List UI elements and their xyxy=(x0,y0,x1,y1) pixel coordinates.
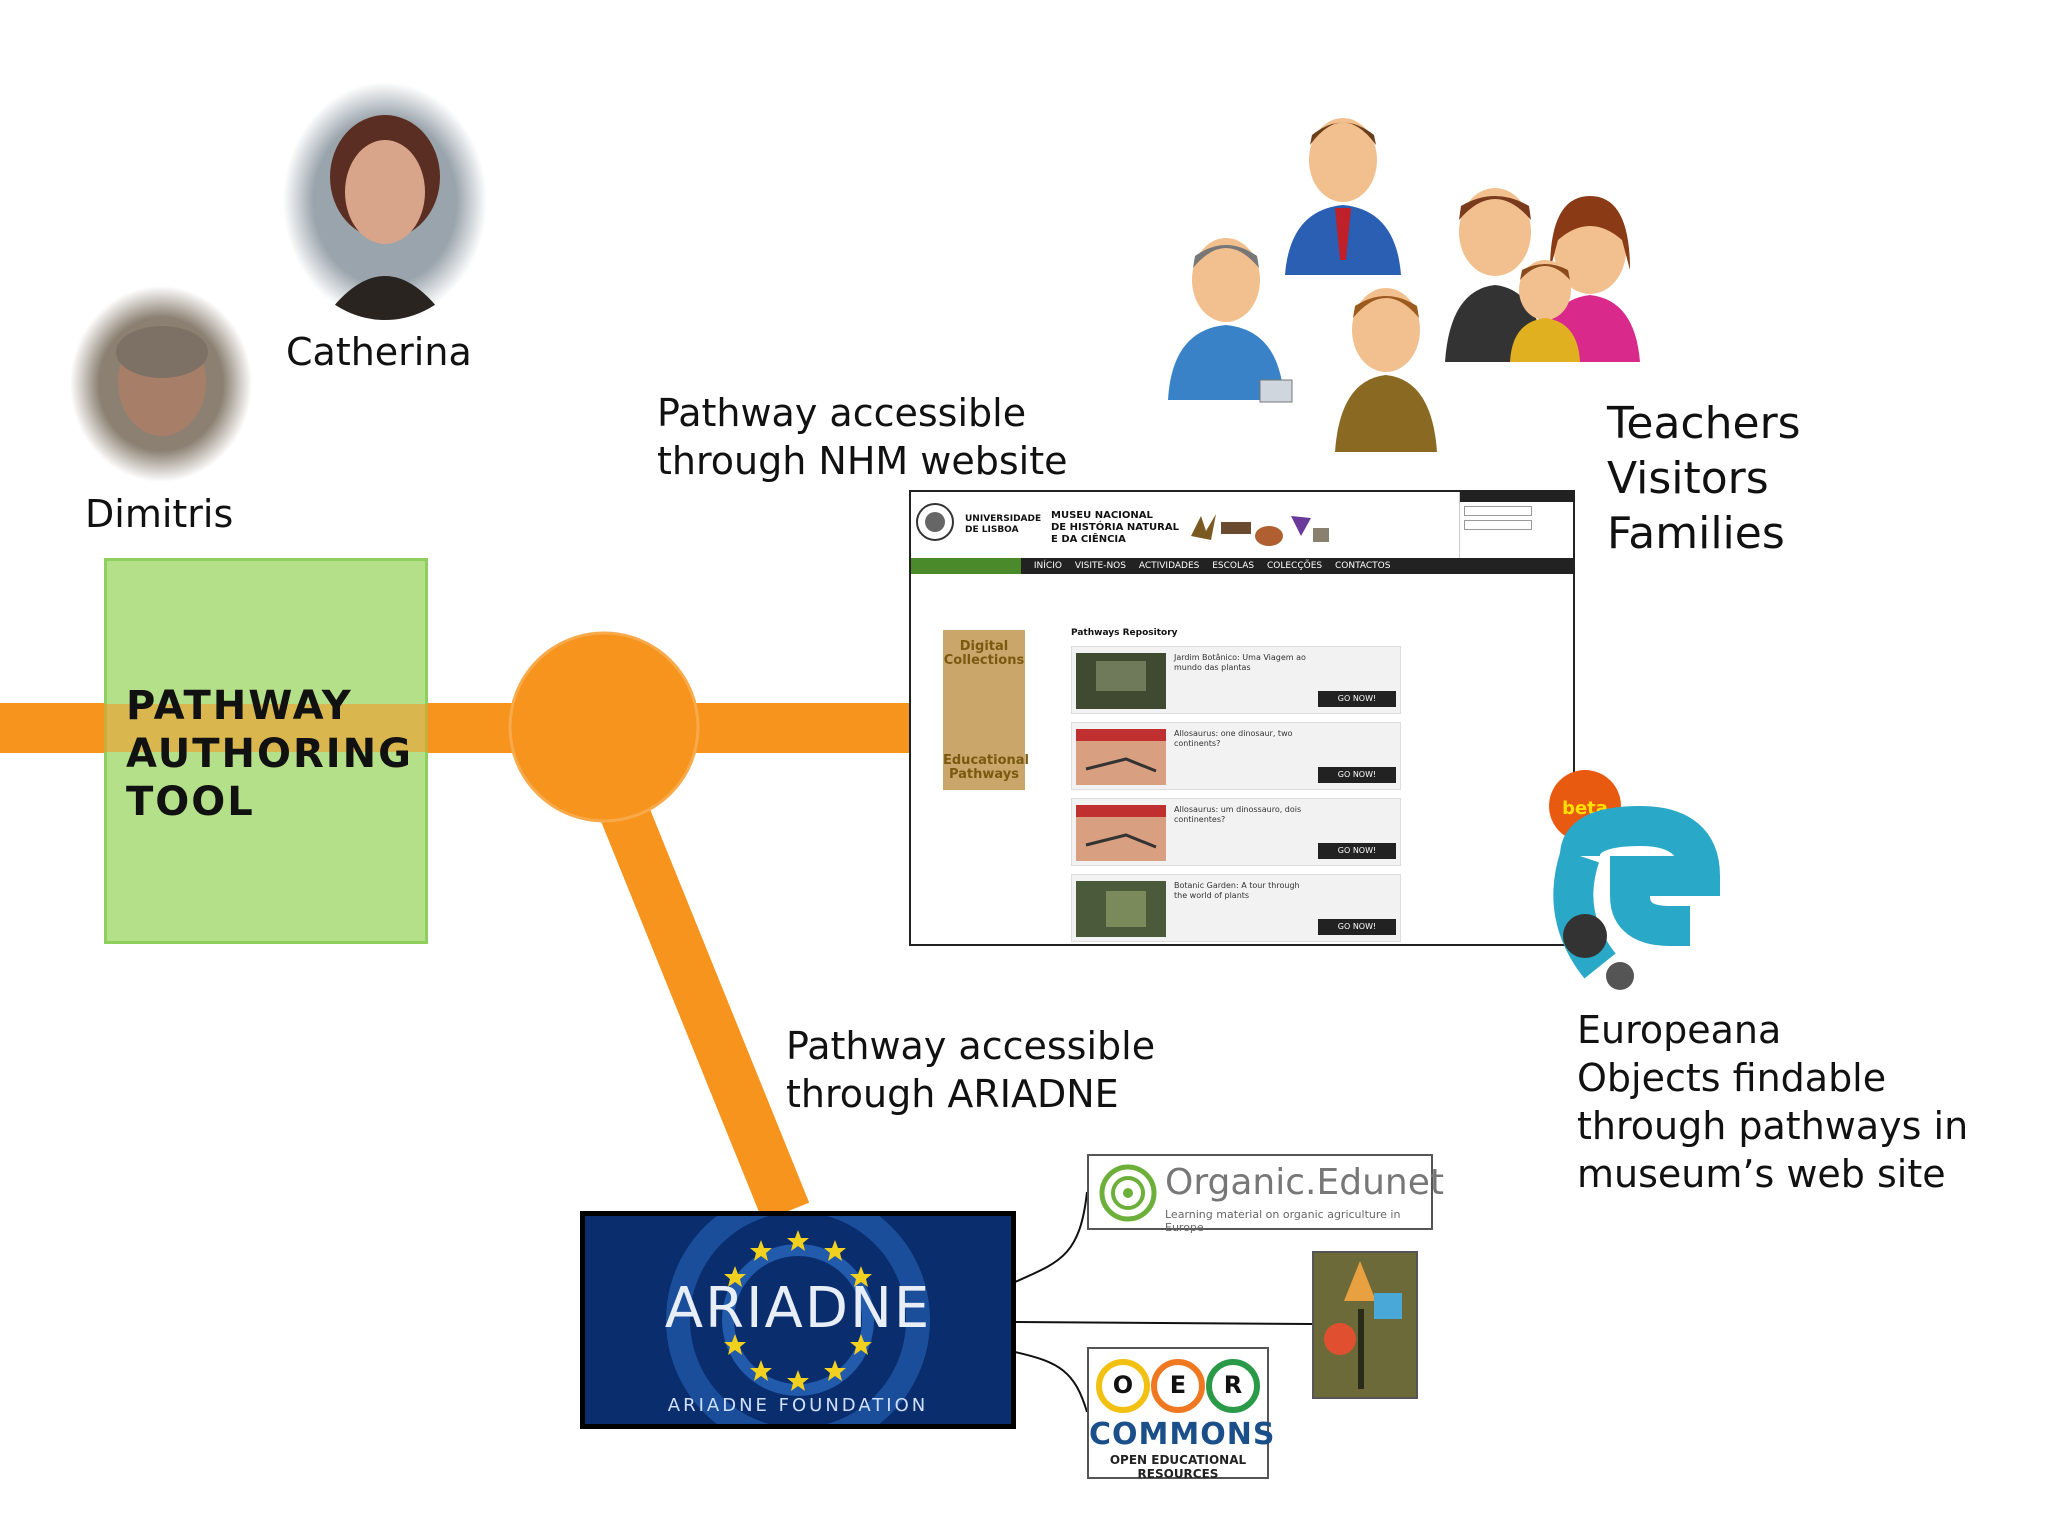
site-header: UNIVERSIDADE DE LISBOA MUSEU NACIONAL DE… xyxy=(911,492,1574,558)
nav-coleccoes[interactable]: COLECÇÕES xyxy=(1266,561,1323,571)
connector-oer xyxy=(1014,1351,1088,1413)
repo-item-text: Botanic Garden: A tour through the world… xyxy=(1174,881,1300,900)
tool-line-2: AUTHORING xyxy=(126,731,413,777)
ariadne-label-line-2: through ARIADNE xyxy=(786,1072,1119,1116)
ariadne-label: Pathway accessible through ARIADNE xyxy=(786,1022,1155,1118)
educational-pathways-label: Educational Pathways xyxy=(943,753,1030,782)
repo-item-thumbnail xyxy=(1076,729,1166,785)
nhm-website-screenshot: UNIVERSIDADE DE LISBOA MUSEU NACIONAL DE… xyxy=(909,490,1575,946)
repo-item-thumbnail xyxy=(1076,881,1166,937)
repo-item: Jardim Botânico: Uma Viagem ao mundo das… xyxy=(1071,646,1401,714)
repo-item-text: Allosaurus: um dinossauro, dois continen… xyxy=(1174,805,1302,824)
nhm-label: Pathway accessible through NHM website xyxy=(657,389,1067,485)
ariadne-foundation-label: ARIADNE FOUNDATION xyxy=(667,1395,929,1416)
ariadne-name: ARIADNE xyxy=(664,1276,932,1341)
museum-name-line-3: E DA CIÊNCIA xyxy=(1051,534,1126,545)
authoring-tool-title: PATHWAY AUTHORING TOOL xyxy=(126,682,413,826)
museum-name-line-2: DE HISTÓRIA NATURAL xyxy=(1051,522,1179,533)
oer-letter-o: O xyxy=(1112,1371,1134,1399)
repo-item: Allosaurus: um dinossauro, dois continen… xyxy=(1071,798,1401,866)
oer-commons-name: COMMONS xyxy=(1089,1417,1276,1452)
nhm-label-line-2: through NHM website xyxy=(657,439,1068,483)
museum-collage-image xyxy=(1191,514,1329,546)
audience-label: Teachers Visitors Families xyxy=(1607,396,1801,561)
catherina-photo xyxy=(283,82,487,320)
europeana-line-2: Objects findable xyxy=(1577,1056,1887,1100)
ariadne-background-icon xyxy=(666,1216,930,1424)
repo-item: Allosaurus: one dinosaur, two continents… xyxy=(1071,722,1401,790)
repo-item-thumbnail xyxy=(1076,805,1166,861)
university-name: UNIVERSIDADE DE LISBOA xyxy=(965,514,1042,535)
audience-people-icon xyxy=(1168,118,1640,452)
ariadne-logo: ARIADNE ARIADNE FOUNDATION xyxy=(580,1211,1016,1429)
pathway-diagonal-line xyxy=(584,762,810,1222)
nhm-label-line-1: Pathway accessible xyxy=(657,391,1027,435)
museum-name: MUSEU NACIONAL DE HISTÓRIA NATURAL E DA … xyxy=(1051,510,1179,546)
login-panel xyxy=(1459,492,1574,558)
repo-item-text: Allosaurus: one dinosaur, two continents… xyxy=(1174,729,1293,748)
digital-collections-card[interactable]: Digital Collections Educational Pathways xyxy=(943,630,1030,790)
oer-commons-subtitle: OPEN EDUCATIONAL RESOURCES xyxy=(1109,1453,1247,1481)
oer-letters: O E R xyxy=(1089,1357,1267,1415)
poster-artwork-icon xyxy=(1324,1261,1402,1389)
audience-teachers: Teachers xyxy=(1607,398,1801,449)
nav-contactos[interactable]: CONTACTOS xyxy=(1334,561,1391,571)
site-nav-bar: INÍCIO VISITE-NOS ACTIVIDADES ESCOLAS CO… xyxy=(911,558,1573,574)
catherina-label: Catherina xyxy=(286,330,472,374)
dimitris-label: Dimitris xyxy=(85,492,234,536)
repo-item-thumbnail xyxy=(1076,653,1166,709)
europeana-line-3: through pathways in xyxy=(1577,1104,1969,1148)
connector-organic xyxy=(1014,1191,1088,1283)
digital-collections-label: Digital Collections xyxy=(943,639,1025,668)
europeana-line-1: Europeana xyxy=(1577,1008,1782,1052)
europeana-label: Europeana Objects findable through pathw… xyxy=(1577,1006,1968,1198)
audience-families: Families xyxy=(1607,508,1785,559)
ariadne-label-line-1: Pathway accessible xyxy=(786,1024,1156,1068)
university-seal-icon xyxy=(916,503,954,541)
organic-edunet-swirl-icon xyxy=(1099,1164,1157,1222)
educational-poster-image xyxy=(1312,1251,1418,1399)
organic-edunet-logo: Organic.Edunet Learning material on orga… xyxy=(1087,1154,1444,1234)
go-now-button[interactable]: GO NOW! xyxy=(1318,843,1396,859)
tool-line-1: PATHWAY xyxy=(126,683,353,729)
oer-circles-icon xyxy=(1096,1359,1260,1413)
nav-visite-nos[interactable]: VISITE-NOS xyxy=(1074,561,1126,571)
europeana-line-4: museum’s web site xyxy=(1577,1152,1946,1196)
oer-commons-logo: O E R COMMONS OPEN EDUCATIONAL RESOURCES xyxy=(1087,1347,1276,1481)
tool-line-3: TOOL xyxy=(126,779,255,825)
go-now-button[interactable]: GO NOW! xyxy=(1318,767,1396,783)
nav-inicio[interactable]: INÍCIO xyxy=(1033,561,1062,571)
organic-edunet-subtitle: Learning material on organic agriculture… xyxy=(1165,1208,1401,1234)
repo-item: Botanic Garden: A tour through the world… xyxy=(1071,874,1401,942)
organic-edunet-name: Organic.Edunet xyxy=(1165,1162,1444,1203)
oer-letter-e: E xyxy=(1169,1371,1187,1399)
europeana-logo-icon: beta xyxy=(1549,770,1720,990)
go-now-button[interactable]: GO NOW! xyxy=(1318,919,1396,935)
nav-actividades[interactable]: ACTIVIDADES xyxy=(1138,561,1200,571)
audience-visitors: Visitors xyxy=(1607,453,1769,504)
dimitris-photo xyxy=(70,286,252,482)
museum-name-line-1: MUSEU NACIONAL xyxy=(1051,510,1153,521)
repo-item-text: Jardim Botânico: Uma Viagem ao mundo das… xyxy=(1174,653,1306,672)
go-now-button[interactable]: GO NOW! xyxy=(1318,691,1396,707)
pathways-repository-title: Pathways Repository xyxy=(1071,628,1178,638)
pathway-hub-circle xyxy=(508,631,700,823)
oer-letter-r: R xyxy=(1223,1371,1243,1399)
connector-poster xyxy=(1014,1321,1313,1325)
nav-escolas[interactable]: ESCOLAS xyxy=(1212,561,1255,571)
